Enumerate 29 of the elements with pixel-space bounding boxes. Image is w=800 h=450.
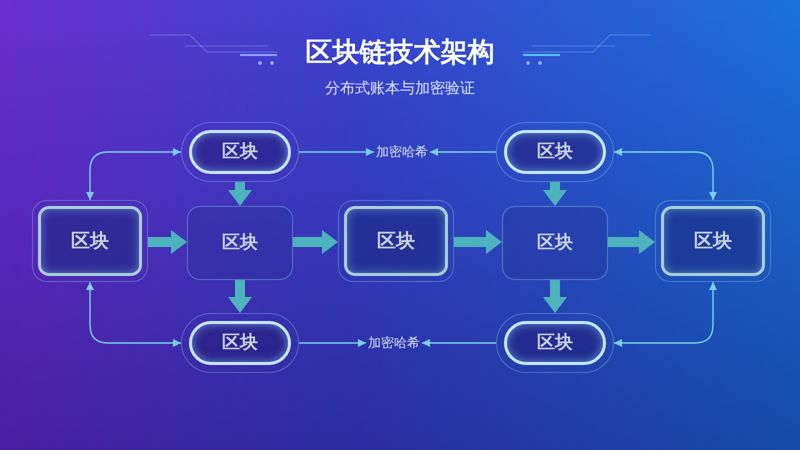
arrow <box>299 148 374 156</box>
arrow <box>299 339 366 347</box>
arrow <box>608 230 655 254</box>
pill-node: 区块 <box>496 122 614 182</box>
arrow <box>543 182 567 206</box>
arrow <box>614 282 717 347</box>
arrow <box>430 148 496 156</box>
pill-node: 区块 <box>181 122 299 182</box>
box-node: 区块 <box>655 200 771 282</box>
pill-node: 区块 <box>181 313 299 373</box>
arrow <box>86 282 181 347</box>
title: 区块链技术架构 <box>306 36 494 70</box>
box-node: 区块 <box>187 206 293 280</box>
text-label: 加密哈希 <box>366 336 422 350</box>
arrow <box>293 230 338 254</box>
arrow <box>454 230 502 254</box>
arrow <box>543 280 567 313</box>
box-node: 区块 <box>502 206 608 280</box>
text-label: 加密哈希 <box>374 144 430 160</box>
box-node: 区块 <box>32 200 148 282</box>
arrow <box>148 230 187 254</box>
arrow <box>614 148 717 200</box>
arrow <box>422 339 496 347</box>
subtitle: 分布式账本与加密验证 <box>325 78 475 98</box>
pill-node: 区块 <box>496 313 614 373</box>
arrow <box>228 182 252 206</box>
arrow <box>228 280 252 313</box>
arrow <box>86 148 181 200</box>
box-node: 区块 <box>338 200 454 282</box>
